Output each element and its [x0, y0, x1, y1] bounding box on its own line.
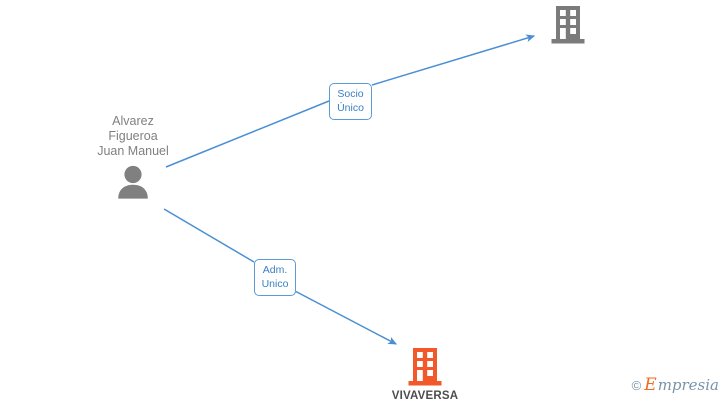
person-name-label: Alvarez Figueroa Juan Manuel	[60, 114, 206, 159]
node-company-bottom[interactable]: VIVAVERSA	[374, 346, 476, 400]
company-top-icon-wrapper	[524, 4, 612, 46]
edge-line-adm-unico	[163, 208, 255, 263]
node-person[interactable]: Alvarez Figueroa Juan Manuel	[60, 114, 206, 200]
person-name-line-3: Juan Manuel	[97, 144, 169, 158]
company-bottom-name: VIVAVERSA	[391, 390, 459, 400]
brand-name: mpresia	[657, 376, 719, 394]
building-icon	[408, 348, 442, 386]
person-icon	[118, 165, 148, 199]
edge-label-adm-line-2: Unico	[261, 278, 289, 290]
person-name-line-2: Figueroa	[108, 129, 158, 143]
edge-line-adm-unico-2	[292, 289, 398, 345]
brand-initial: E	[644, 375, 657, 395]
edge-label-socio-line-2: Único	[337, 102, 364, 114]
edge-label-socio-line-1: Socio	[337, 88, 364, 100]
edge-label-socio-unico[interactable]: Socio Único	[329, 83, 372, 120]
person-icon-wrapper	[60, 164, 206, 200]
building-icon	[551, 6, 585, 44]
node-company-top[interactable]	[524, 4, 612, 48]
edge-label-adm-line-1: Adm.	[262, 264, 288, 276]
edge-line-socio-unico-2	[371, 34, 536, 86]
watermark-empresia: © E mpresia	[632, 377, 719, 394]
person-name-line-1: Alvarez	[112, 114, 154, 128]
company-bottom-icon-wrapper	[374, 346, 476, 388]
edge-label-adm-unico[interactable]: Adm. Unico	[254, 259, 296, 296]
copyright-icon: ©	[631, 378, 642, 393]
